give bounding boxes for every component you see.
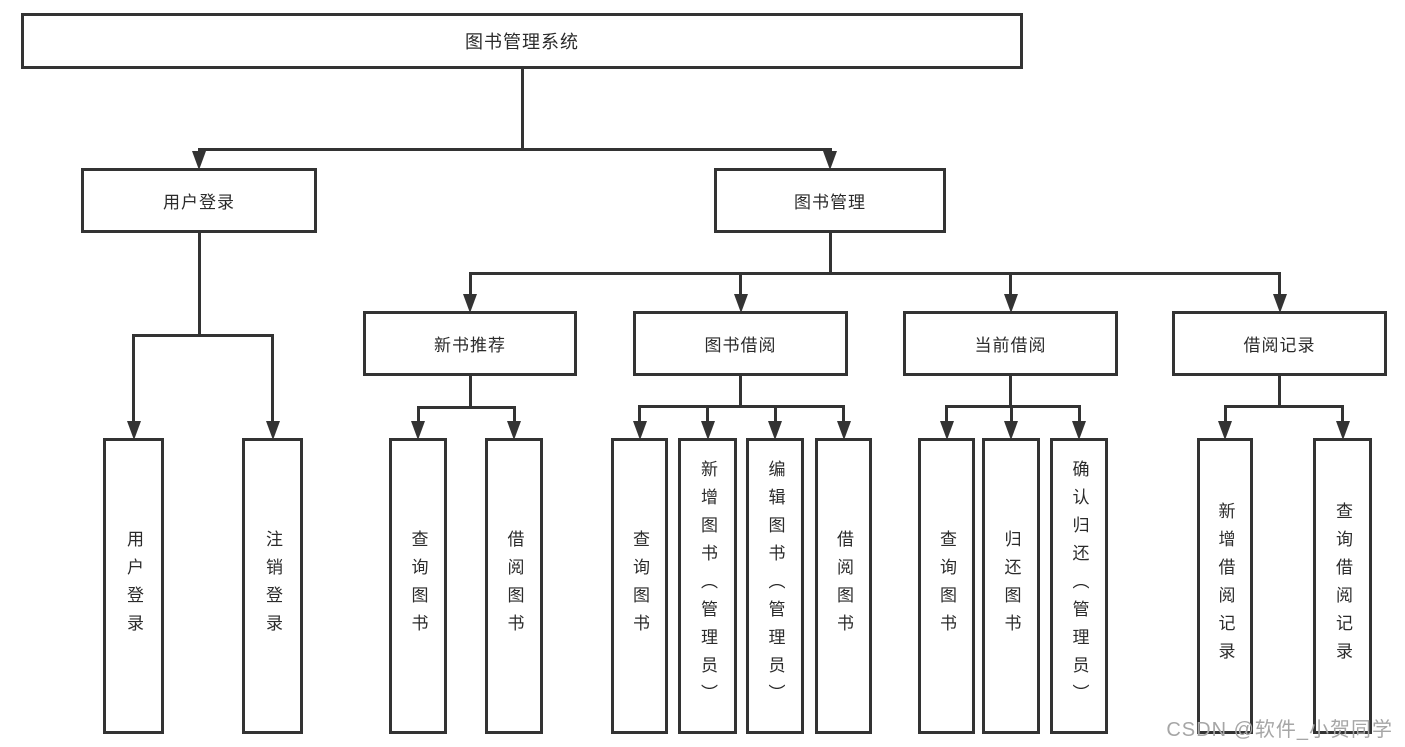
watermark: CSDN @软件_小贺同学 [1166,719,1393,741]
arrowhead-down-icon-borrow-records [1272,294,1287,313]
arrowhead-down-icon-leaf-confirm-return [1072,421,1086,440]
connector-drop-leaf-add-book [706,406,709,423]
connector-drop-leaf-logout [271,335,274,423]
connector-drop-leaf-add-borrow-record [1223,406,1227,423]
arrowhead-down-icon-leaf-user-login [126,421,141,440]
arrowhead-down-icon-leaf-return-book [1004,421,1018,440]
node-leaf-user-login: 用户登录 [103,438,164,734]
node-leaf-edit-book: 编辑图书（管理员） [746,438,804,734]
node-label-leaf-query-borrow-record: 查询借阅记录 [1333,502,1352,670]
arrowhead-down-icon-leaf-logout [265,421,280,440]
node-user-login: 用户登录 [81,168,317,233]
connector-drop-leaf-query-books-1 [416,407,420,423]
arrowhead-down-icon-leaf-edit-book [768,421,782,440]
connector-bus-borrow-records [1223,404,1344,408]
connector-drop-book-borrow [739,273,742,296]
arrowhead-down-icon-leaf-add-borrow-record [1218,421,1232,440]
connector-bus-current-borrow [945,404,1081,408]
connector-stem-borrow-records [1278,376,1281,406]
arrowhead-down-icon-book-borrow [733,294,748,313]
connector-drop-leaf-query-books-2 [638,406,641,423]
connector-bus-book-borrow [638,404,845,408]
node-label-leaf-query-books-1: 查询图书 [408,530,428,642]
connector-drop-current-borrow [1009,273,1012,296]
connector-drop-borrow-records [1278,273,1281,296]
node-leaf-add-book: 新增图书（管理员） [678,438,737,734]
node-label-leaf-user-login: 用户登录 [124,530,143,642]
node-leaf-borrow-books-1: 借阅图书 [485,438,543,734]
connector-stem-book-borrow [739,376,742,406]
arrowhead-down-icon-book-mgmt [823,151,837,170]
arrowhead-down-icon-leaf-query-books-3 [939,421,954,440]
connector-stem-current-borrow [1009,376,1012,406]
arrowhead-down-icon-current-borrow [1003,294,1018,313]
node-book-mgmt: 图书管理 [714,168,946,233]
node-label-book-mgmt: 图书管理 [794,193,866,212]
node-root: 图书管理系统 [21,13,1023,69]
connector-drop-leaf-borrow-books-2 [842,406,845,423]
arrowhead-down-icon-new-book-rec [463,294,477,313]
connector-bus-root [197,147,832,151]
connector-drop-leaf-borrow-books-1 [512,407,516,423]
node-borrow-records: 借阅记录 [1172,311,1387,376]
connector-bus-book-mgmt [468,271,1281,275]
node-label-new-book-rec: 新书推荐 [434,336,506,355]
node-label-root: 图书管理系统 [465,32,579,52]
node-label-leaf-return-book: 归还图书 [1001,530,1021,642]
connector-stem-root [520,69,524,149]
node-leaf-query-books-1: 查询图书 [389,438,447,734]
connector-stem-book-mgmt [828,233,832,273]
node-label-leaf-confirm-return: 确认归还（管理员） [1069,460,1089,712]
node-label-borrow-records: 借阅记录 [1243,336,1316,355]
node-leaf-query-borrow-record: 查询借阅记录 [1313,438,1372,734]
connector-drop-leaf-confirm-return [1077,406,1081,423]
arrowhead-down-icon-leaf-borrow-books-1 [507,421,521,440]
connector-bus-user-login [132,333,274,337]
connector-stem-user-login [197,233,201,335]
connector-drop-leaf-user-login [132,335,135,423]
node-label-book-borrow: 图书借阅 [704,336,777,355]
arrowhead-down-icon-leaf-borrow-books-2 [836,421,851,440]
node-label-leaf-borrow-books-2: 借阅图书 [834,530,853,642]
node-label-leaf-query-books-3: 查询图书 [937,530,956,642]
connector-bus-new-book-rec [416,405,516,409]
connector-drop-leaf-edit-book [773,406,777,423]
node-leaf-return-book: 归还图书 [982,438,1040,734]
node-new-book-rec: 新书推荐 [363,311,577,376]
node-current-borrow: 当前借阅 [903,311,1118,376]
node-leaf-query-books-2: 查询图书 [611,438,668,734]
node-label-leaf-add-book: 新增图书（管理员） [698,460,717,712]
connector-stem-new-book-rec [468,376,472,407]
node-label-leaf-edit-book: 编辑图书（管理员） [765,460,785,712]
node-leaf-add-borrow-record: 新增借阅记录 [1197,438,1253,734]
arrowhead-down-icon-user-login [192,151,206,170]
connector-drop-leaf-query-books-3 [945,406,948,423]
node-label-current-borrow: 当前借阅 [974,336,1047,355]
arrowhead-down-icon-leaf-query-books-1 [411,421,425,440]
arrowhead-down-icon-leaf-query-borrow-record [1335,421,1350,440]
node-label-leaf-logout: 注销登录 [263,530,282,642]
node-leaf-query-books-3: 查询图书 [918,438,975,734]
arrowhead-down-icon-leaf-query-books-2 [632,421,647,440]
connector-drop-new-book-rec [468,273,472,296]
node-label-leaf-query-books-2: 查询图书 [630,530,649,642]
node-label-leaf-add-borrow-record: 新增借阅记录 [1215,502,1235,670]
connector-drop-leaf-query-borrow-record [1341,406,1344,423]
arrowhead-down-icon-leaf-add-book [700,421,715,440]
node-book-borrow: 图书借阅 [633,311,848,376]
node-label-user-login: 用户登录 [163,193,235,212]
node-leaf-borrow-books-2: 借阅图书 [815,438,872,734]
connector-drop-leaf-return-book [1009,406,1013,423]
node-label-leaf-borrow-books-1: 借阅图书 [504,530,524,642]
node-leaf-confirm-return: 确认归还（管理员） [1050,438,1108,734]
node-leaf-logout: 注销登录 [242,438,303,734]
